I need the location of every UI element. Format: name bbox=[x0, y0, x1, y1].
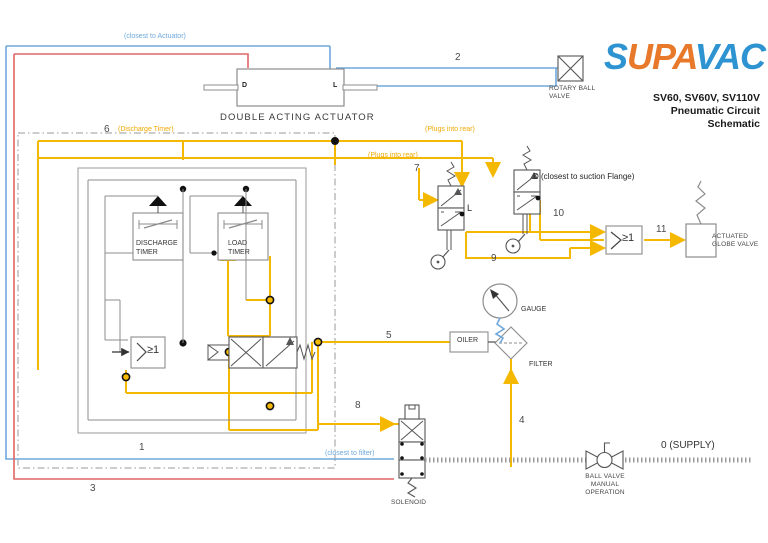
annotation-closest-to-suction-flange: D (closest to suction Flange) bbox=[533, 172, 635, 181]
ball-valve-manual-label-l3: OPERATION bbox=[585, 489, 625, 496]
double-acting-actuator-symbol bbox=[203, 68, 378, 107]
line-number-1: 1 bbox=[139, 442, 145, 453]
or-gate-left-label: ≥1 bbox=[147, 344, 160, 356]
rotary-ball-valve-symbol bbox=[557, 55, 584, 82]
gauge-symbol bbox=[482, 283, 518, 319]
solenoid-valve-symbol bbox=[398, 404, 426, 498]
filter-label: FILTER bbox=[529, 361, 553, 368]
rotary-ball-valve-label-l1: ROTARY BALL bbox=[549, 85, 596, 92]
control-cabinet-outline bbox=[17, 132, 336, 469]
line-number-5: 5 bbox=[386, 330, 392, 341]
supavac-logo: SUPAVAC bbox=[604, 36, 766, 78]
line-number-9: 9 bbox=[491, 253, 497, 264]
line-number-6: 6 bbox=[104, 124, 110, 135]
line-number-8: 8 bbox=[355, 400, 361, 411]
valve-7-L-symbol bbox=[430, 161, 465, 270]
discharge-timer-label: DISCHARGE TIMER bbox=[136, 239, 178, 257]
logo-letter-p: P bbox=[652, 36, 673, 77]
logo-letter-a1: A bbox=[672, 36, 695, 77]
junction-dots bbox=[121, 137, 339, 411]
actuated-globe-valve-label-l2: GLOBE VALVE bbox=[712, 241, 759, 248]
red-pipe-network bbox=[13, 53, 394, 480]
annotation-supply: 0 (SUPPLY) bbox=[661, 440, 715, 451]
title-line-3: Schematic bbox=[707, 118, 760, 130]
title-line-1: SV60, SV60V, SV110V bbox=[652, 92, 760, 104]
load-timer-label-l1: LOAD bbox=[228, 240, 248, 247]
load-timer-symbol bbox=[189, 195, 269, 261]
ball-valve-manual-label: BALL VALVE MANUAL OPERATION bbox=[580, 473, 630, 497]
logo-letter-c: C bbox=[740, 36, 766, 77]
actuated-globe-valve-label: ACTUATED GLOBE VALVE bbox=[712, 233, 758, 249]
annotation-plugs-into-rear-2: (Plugs into rear) bbox=[368, 152, 418, 159]
line-number-4: 4 bbox=[519, 415, 525, 426]
logo-letter-u: U bbox=[627, 36, 653, 77]
ball-valve-manual-symbol bbox=[585, 442, 624, 470]
actuator-port-l-label: L bbox=[333, 82, 338, 89]
rotary-ball-valve-label: ROTARY BALL VALVE bbox=[549, 85, 595, 101]
annotation-closest-to-filter: (closest to filter) bbox=[325, 450, 375, 457]
solenoid-label: SOLENOID bbox=[391, 499, 427, 506]
logo-letter-s: S bbox=[604, 36, 628, 77]
line-number-7: 7 bbox=[414, 163, 420, 174]
logo-letter-v: V bbox=[694, 36, 716, 77]
load-timer-label: LOAD TIMER bbox=[228, 239, 250, 257]
filter-symbol bbox=[494, 326, 528, 360]
annotation-discharge-timer: (Discharge Timer) bbox=[118, 126, 174, 133]
gauge-label: GAUGE bbox=[521, 306, 547, 313]
annotation-closest-to-actuator: (closest to Actuator) bbox=[124, 33, 186, 40]
valve-9-D-symbol bbox=[505, 145, 541, 254]
line-number-2: 2 bbox=[455, 52, 461, 63]
actuator-name-label: DOUBLE ACTING ACTUATOR bbox=[220, 112, 375, 123]
actuated-globe-valve-label-l1: ACTUATED bbox=[712, 233, 749, 240]
discharge-timer-label-l1: DISCHARGE bbox=[136, 240, 178, 247]
title-line-2: Pneumatic Circuit bbox=[670, 105, 760, 117]
ball-valve-manual-label-l1: BALL VALVE bbox=[585, 473, 625, 480]
logo-letter-a2: A bbox=[715, 36, 741, 77]
cabinet-internal-wiring bbox=[87, 179, 297, 421]
annotation-plugs-into-rear-1: (Plugs into rear) bbox=[425, 126, 475, 133]
ball-valve-manual-label-l2: MANUAL bbox=[590, 481, 620, 488]
rotary-ball-valve-label-l2: VALVE bbox=[549, 93, 570, 100]
document-title: SV60, SV60V, SV110V Pneumatic Circuit Sc… bbox=[570, 92, 760, 131]
or-gate-left-symbol bbox=[112, 336, 166, 369]
load-timer-label-l2: TIMER bbox=[228, 249, 250, 256]
discharge-timer-symbol bbox=[104, 195, 184, 340]
directional-valve-symbol bbox=[207, 336, 316, 369]
line-number-3: 3 bbox=[90, 483, 96, 494]
gauge-connector bbox=[494, 317, 506, 344]
actuated-globe-valve-symbol bbox=[685, 180, 717, 258]
line-number-11: 11 bbox=[656, 224, 667, 235]
actuator-port-d-label: D bbox=[242, 82, 248, 89]
or-gate-right-symbol bbox=[605, 225, 643, 255]
blue-pipe-network bbox=[5, 45, 558, 460]
valve-7-port-label: L bbox=[467, 203, 473, 213]
line-number-10: 10 bbox=[553, 208, 565, 219]
or-gate-right-label: ≥1 bbox=[622, 232, 635, 244]
yellow-pilot-network bbox=[37, 140, 686, 467]
oiler-label: OILER bbox=[457, 337, 479, 344]
discharge-timer-label-l2: TIMER bbox=[136, 249, 158, 256]
